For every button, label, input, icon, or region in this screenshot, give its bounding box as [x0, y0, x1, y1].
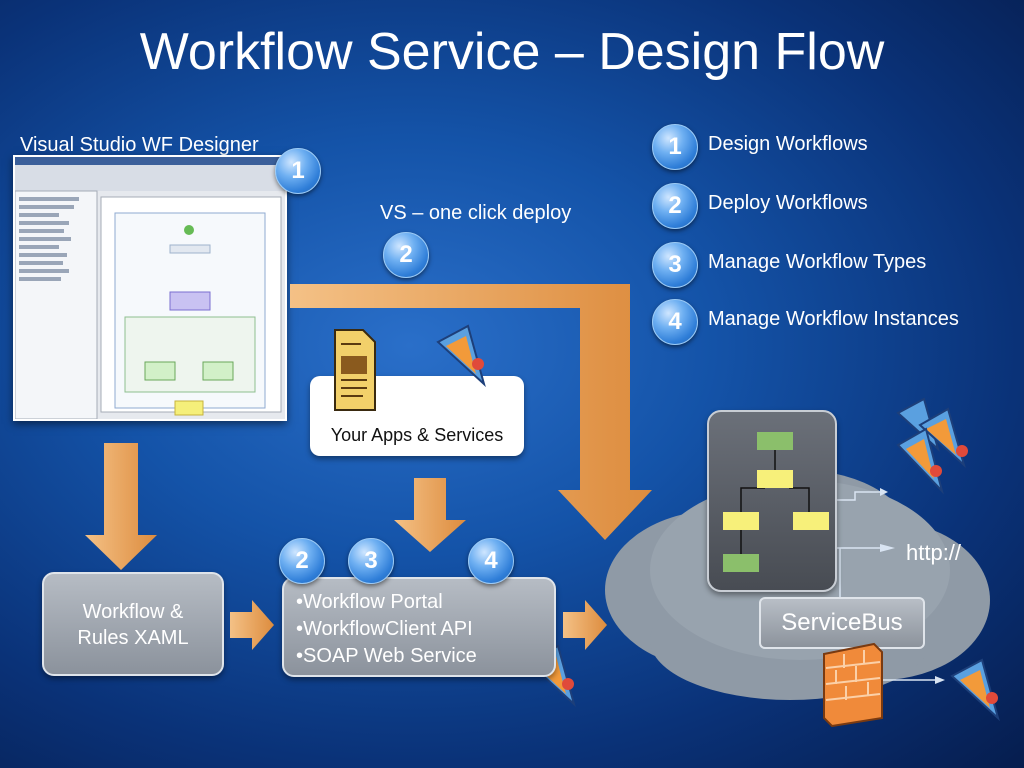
legend-text-1: Design Workflows [708, 133, 868, 155]
step-badge-portal-2: 2 [279, 538, 325, 584]
step-badge-portal-3: 3 [348, 538, 394, 584]
arrow-apps-to-portal [394, 478, 466, 552]
workflow-service-icon [896, 397, 968, 495]
servicebus-box: ServiceBus [759, 597, 925, 649]
deploy-label: VS – one click deploy [380, 202, 572, 224]
designer-label: Visual Studio WF Designer [20, 134, 259, 156]
document-icon [334, 329, 376, 411]
legend-badge-3: 3 [652, 242, 698, 288]
arrow-xaml-to-portal [230, 600, 274, 650]
portal-box: •Workflow Portal •WorkflowClient API •SO… [282, 577, 556, 677]
arrow-deploy-to-cloud [290, 284, 652, 540]
legend-text-2: Deploy Workflows [708, 192, 868, 214]
portal-items: •Workflow Portal •WorkflowClient API •SO… [296, 589, 477, 670]
legend-badge-4: 4 [652, 299, 698, 345]
step-badge-deploy: 2 [383, 232, 429, 278]
workflow-diagram-panel [707, 410, 837, 592]
vs-designer-screenshot [13, 155, 287, 421]
workflow-service-icon [950, 658, 1000, 722]
arrow-portal-to-cloud [563, 600, 607, 650]
page-title: Workflow Service – Design Flow [139, 23, 885, 81]
xaml-box: Workflow & Rules XAML [42, 572, 224, 676]
legend-text-3: Manage Workflow Types [708, 251, 927, 273]
http-label: http:// [906, 540, 962, 565]
portal-item-2: •WorkflowClient API [296, 618, 473, 640]
firewall-icon [823, 642, 883, 727]
portal-item-1: •Workflow Portal [296, 591, 443, 613]
arrow-designer-to-xaml [85, 443, 157, 570]
workflow-diagram [723, 432, 829, 572]
legend-badge-1: 1 [652, 124, 698, 170]
step-badge-designer: 1 [275, 148, 321, 194]
legend-badge-2: 2 [652, 183, 698, 229]
apps-label: Your Apps & Services [330, 425, 504, 445]
legend-text-4: Manage Workflow Instances [708, 308, 959, 330]
workflow-service-icon [436, 324, 486, 388]
vs-designer-mockup [15, 157, 285, 419]
step-badge-portal-4: 4 [468, 538, 514, 584]
xaml-label: Workflow & Rules XAML [77, 601, 189, 649]
portal-item-3: •SOAP Web Service [296, 645, 477, 667]
